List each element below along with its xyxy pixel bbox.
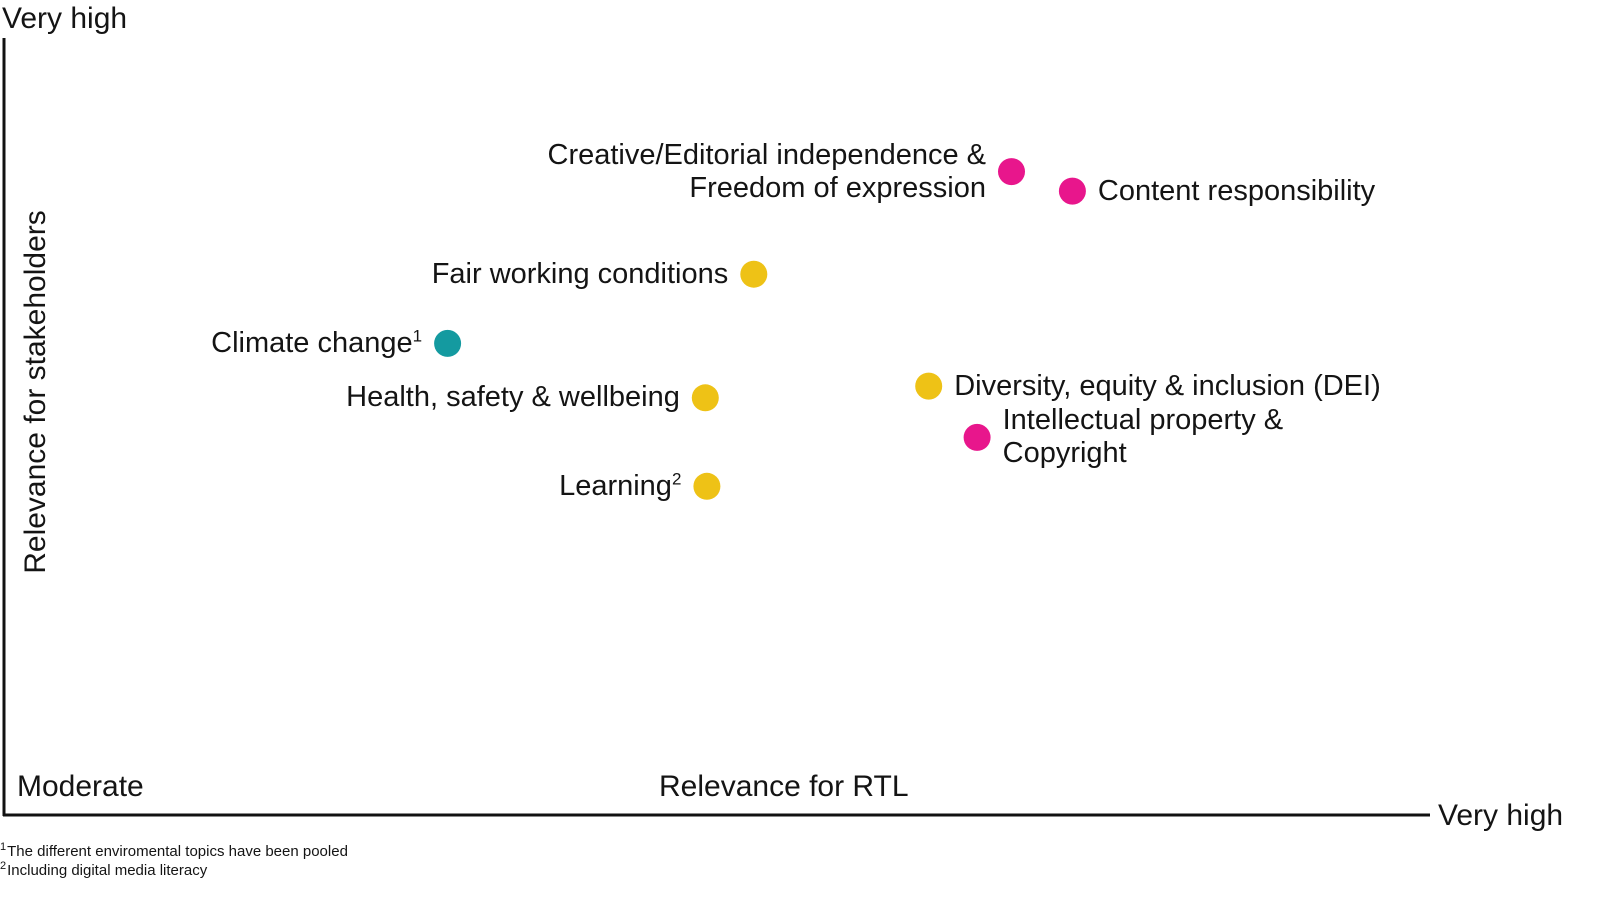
point-label-line: Copyright bbox=[1003, 437, 1283, 470]
point-label-line: Creative/Editorial independence & bbox=[548, 139, 987, 172]
point-label-text: Fair working conditions bbox=[431, 257, 729, 290]
point-label-diversity-equity-inclusion-dei: Diversity, equity & inclusion (DEI) bbox=[954, 370, 1381, 403]
point-label-line: Learning2 bbox=[559, 470, 681, 503]
point-label-text: Diversity, equity & inclusion (DEI) bbox=[954, 369, 1381, 402]
y-axis-high-label: Very high bbox=[2, 2, 128, 35]
point-intellectual-property-copyright bbox=[963, 423, 991, 451]
point-label-text: Learning bbox=[559, 469, 672, 502]
footnote-1-mark: 1 bbox=[0, 841, 7, 853]
point-label-line: Intellectual property & bbox=[1003, 404, 1283, 437]
point-label-text: Content responsibility bbox=[1097, 174, 1376, 207]
footnote-2-mark: 2 bbox=[0, 860, 7, 872]
footnote-2-text: Including digital media literacy bbox=[7, 862, 208, 879]
point-label-text: Freedom of expression bbox=[689, 171, 986, 204]
footnote-1: 1The different enviromental topics have … bbox=[0, 841, 348, 861]
point-label-text: Creative/Editorial independence & bbox=[547, 138, 987, 171]
point-label-footnote-mark: 1 bbox=[412, 326, 423, 346]
data-points bbox=[434, 158, 1086, 500]
x-axis-high-label: Very high bbox=[1438, 799, 1564, 832]
point-label-line: Fair working conditions bbox=[432, 258, 729, 291]
point-label-content-responsibility: Content responsibility bbox=[1098, 175, 1375, 208]
point-label-climate-change: Climate change1 bbox=[211, 327, 422, 360]
point-label-text: Climate change bbox=[211, 326, 413, 359]
point-label-line: Diversity, equity & inclusion (DEI) bbox=[954, 370, 1381, 403]
point-label-text: Copyright bbox=[1002, 437, 1127, 470]
point-learning bbox=[693, 472, 721, 500]
point-fair-working-conditions bbox=[740, 260, 768, 288]
point-label-footnote-mark: 2 bbox=[671, 469, 682, 489]
footnote-2: 2Including digital media literacy bbox=[0, 860, 208, 880]
point-content-responsibility bbox=[1058, 177, 1086, 205]
x-axis-title: Relevance for RTL bbox=[659, 770, 909, 803]
point-label-text: Health, safety & wellbeing bbox=[346, 381, 680, 414]
point-label-creative-editorial-independence-freedom-of-expression: Creative/Editorial independence &Freedom… bbox=[548, 139, 987, 205]
point-label-learning: Learning2 bbox=[559, 470, 681, 503]
point-label-fair-working-conditions: Fair working conditions bbox=[432, 258, 729, 291]
x-axis-low-label: Moderate bbox=[17, 770, 144, 803]
footnote-1-text: The different enviromental topics have b… bbox=[7, 843, 348, 860]
point-label-line: Health, safety & wellbeing bbox=[346, 381, 680, 414]
point-label-line: Climate change1 bbox=[211, 327, 422, 360]
point-label-text: Intellectual property & bbox=[1002, 404, 1284, 437]
point-creative-editorial-independence-freedom-of-expression bbox=[998, 158, 1025, 186]
point-label-health-safety-wellbeing: Health, safety & wellbeing bbox=[346, 381, 680, 414]
point-climate-change bbox=[434, 329, 462, 357]
point-label-line: Content responsibility bbox=[1098, 175, 1375, 208]
point-health-safety-wellbeing bbox=[691, 384, 719, 412]
point-label-intellectual-property-copyright: Intellectual property &Copyright bbox=[1003, 404, 1283, 470]
point-label-line: Freedom of expression bbox=[548, 171, 986, 205]
point-diversity-equity-inclusion-dei bbox=[915, 372, 943, 400]
y-axis-title: Relevance for stakeholders bbox=[19, 210, 52, 574]
